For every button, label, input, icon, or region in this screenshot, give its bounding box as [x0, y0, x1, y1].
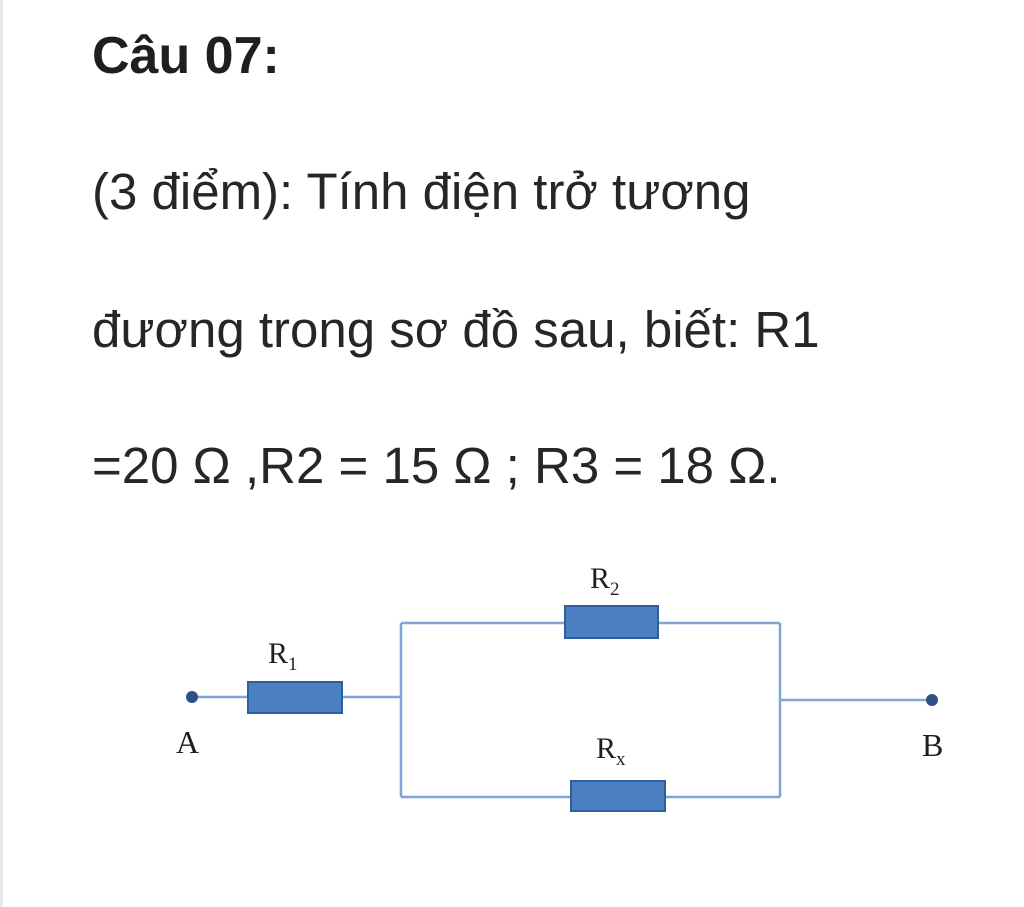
label-r2: R2 — [590, 562, 620, 600]
page-left-edge — [0, 0, 3, 907]
resistor-r2 — [564, 605, 659, 639]
circuit-diagram: R1 R2 Rx A B — [176, 562, 943, 812]
label-r1: R1 — [268, 637, 298, 675]
resistor-r1 — [247, 681, 343, 714]
label-node-a: A — [176, 724, 199, 760]
question-heading: Câu 07: — [92, 27, 280, 85]
question-line-2: đương trong sơ đồ sau, biết: R1 — [92, 301, 820, 358]
node-a-dot — [186, 691, 198, 703]
question-line-1: (3 điểm): Tính điện trở tương — [92, 163, 751, 220]
question-line-3: =20 Ω ,R2 = 15 Ω ; R3 = 18 Ω. — [92, 437, 781, 494]
resistor-rx — [570, 780, 666, 812]
node-b-dot — [926, 694, 938, 706]
label-node-b: B — [922, 727, 943, 763]
label-rx: Rx — [596, 732, 626, 770]
